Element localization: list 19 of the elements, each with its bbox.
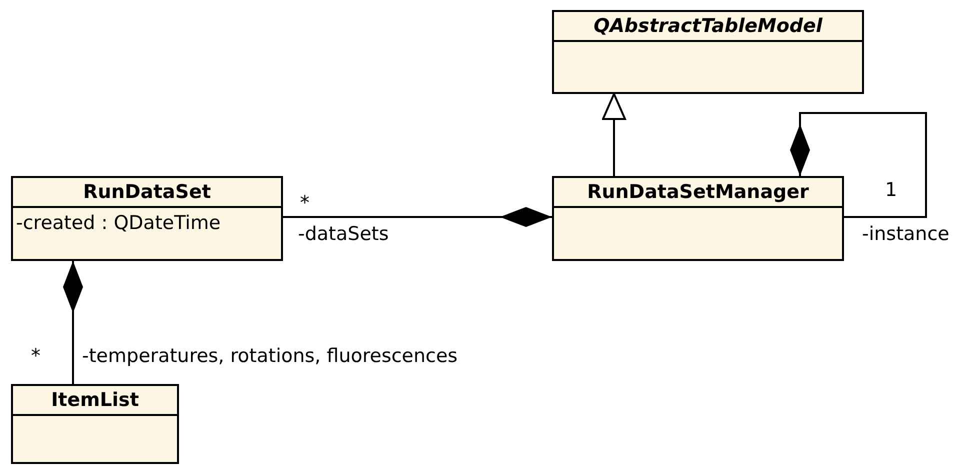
composition-line	[790, 112, 927, 218]
multiplicity-label: *	[300, 192, 310, 214]
class-name: QAbstractTableModel	[554, 12, 862, 42]
role-label: -dataSets	[298, 223, 389, 245]
class-box	[552, 10, 864, 94]
generalization-arrow	[602, 93, 626, 176]
class-box	[11, 176, 283, 261]
role-label: -temperatures, rotations, fluorescences	[82, 345, 458, 367]
class-name: RunDataSet	[13, 178, 281, 208]
class-box	[552, 176, 844, 261]
multiplicity-label: 1	[885, 179, 898, 201]
composition-line	[283, 207, 552, 227]
class-name: ItemList	[13, 386, 177, 416]
class-attribute: -created : QDateTime	[15, 211, 222, 235]
class-box	[11, 384, 179, 464]
composition-line	[63, 261, 83, 384]
role-label: -instance	[862, 223, 950, 245]
multiplicity-label: *	[31, 345, 40, 367]
class-name: RunDataSetManager	[554, 178, 842, 208]
